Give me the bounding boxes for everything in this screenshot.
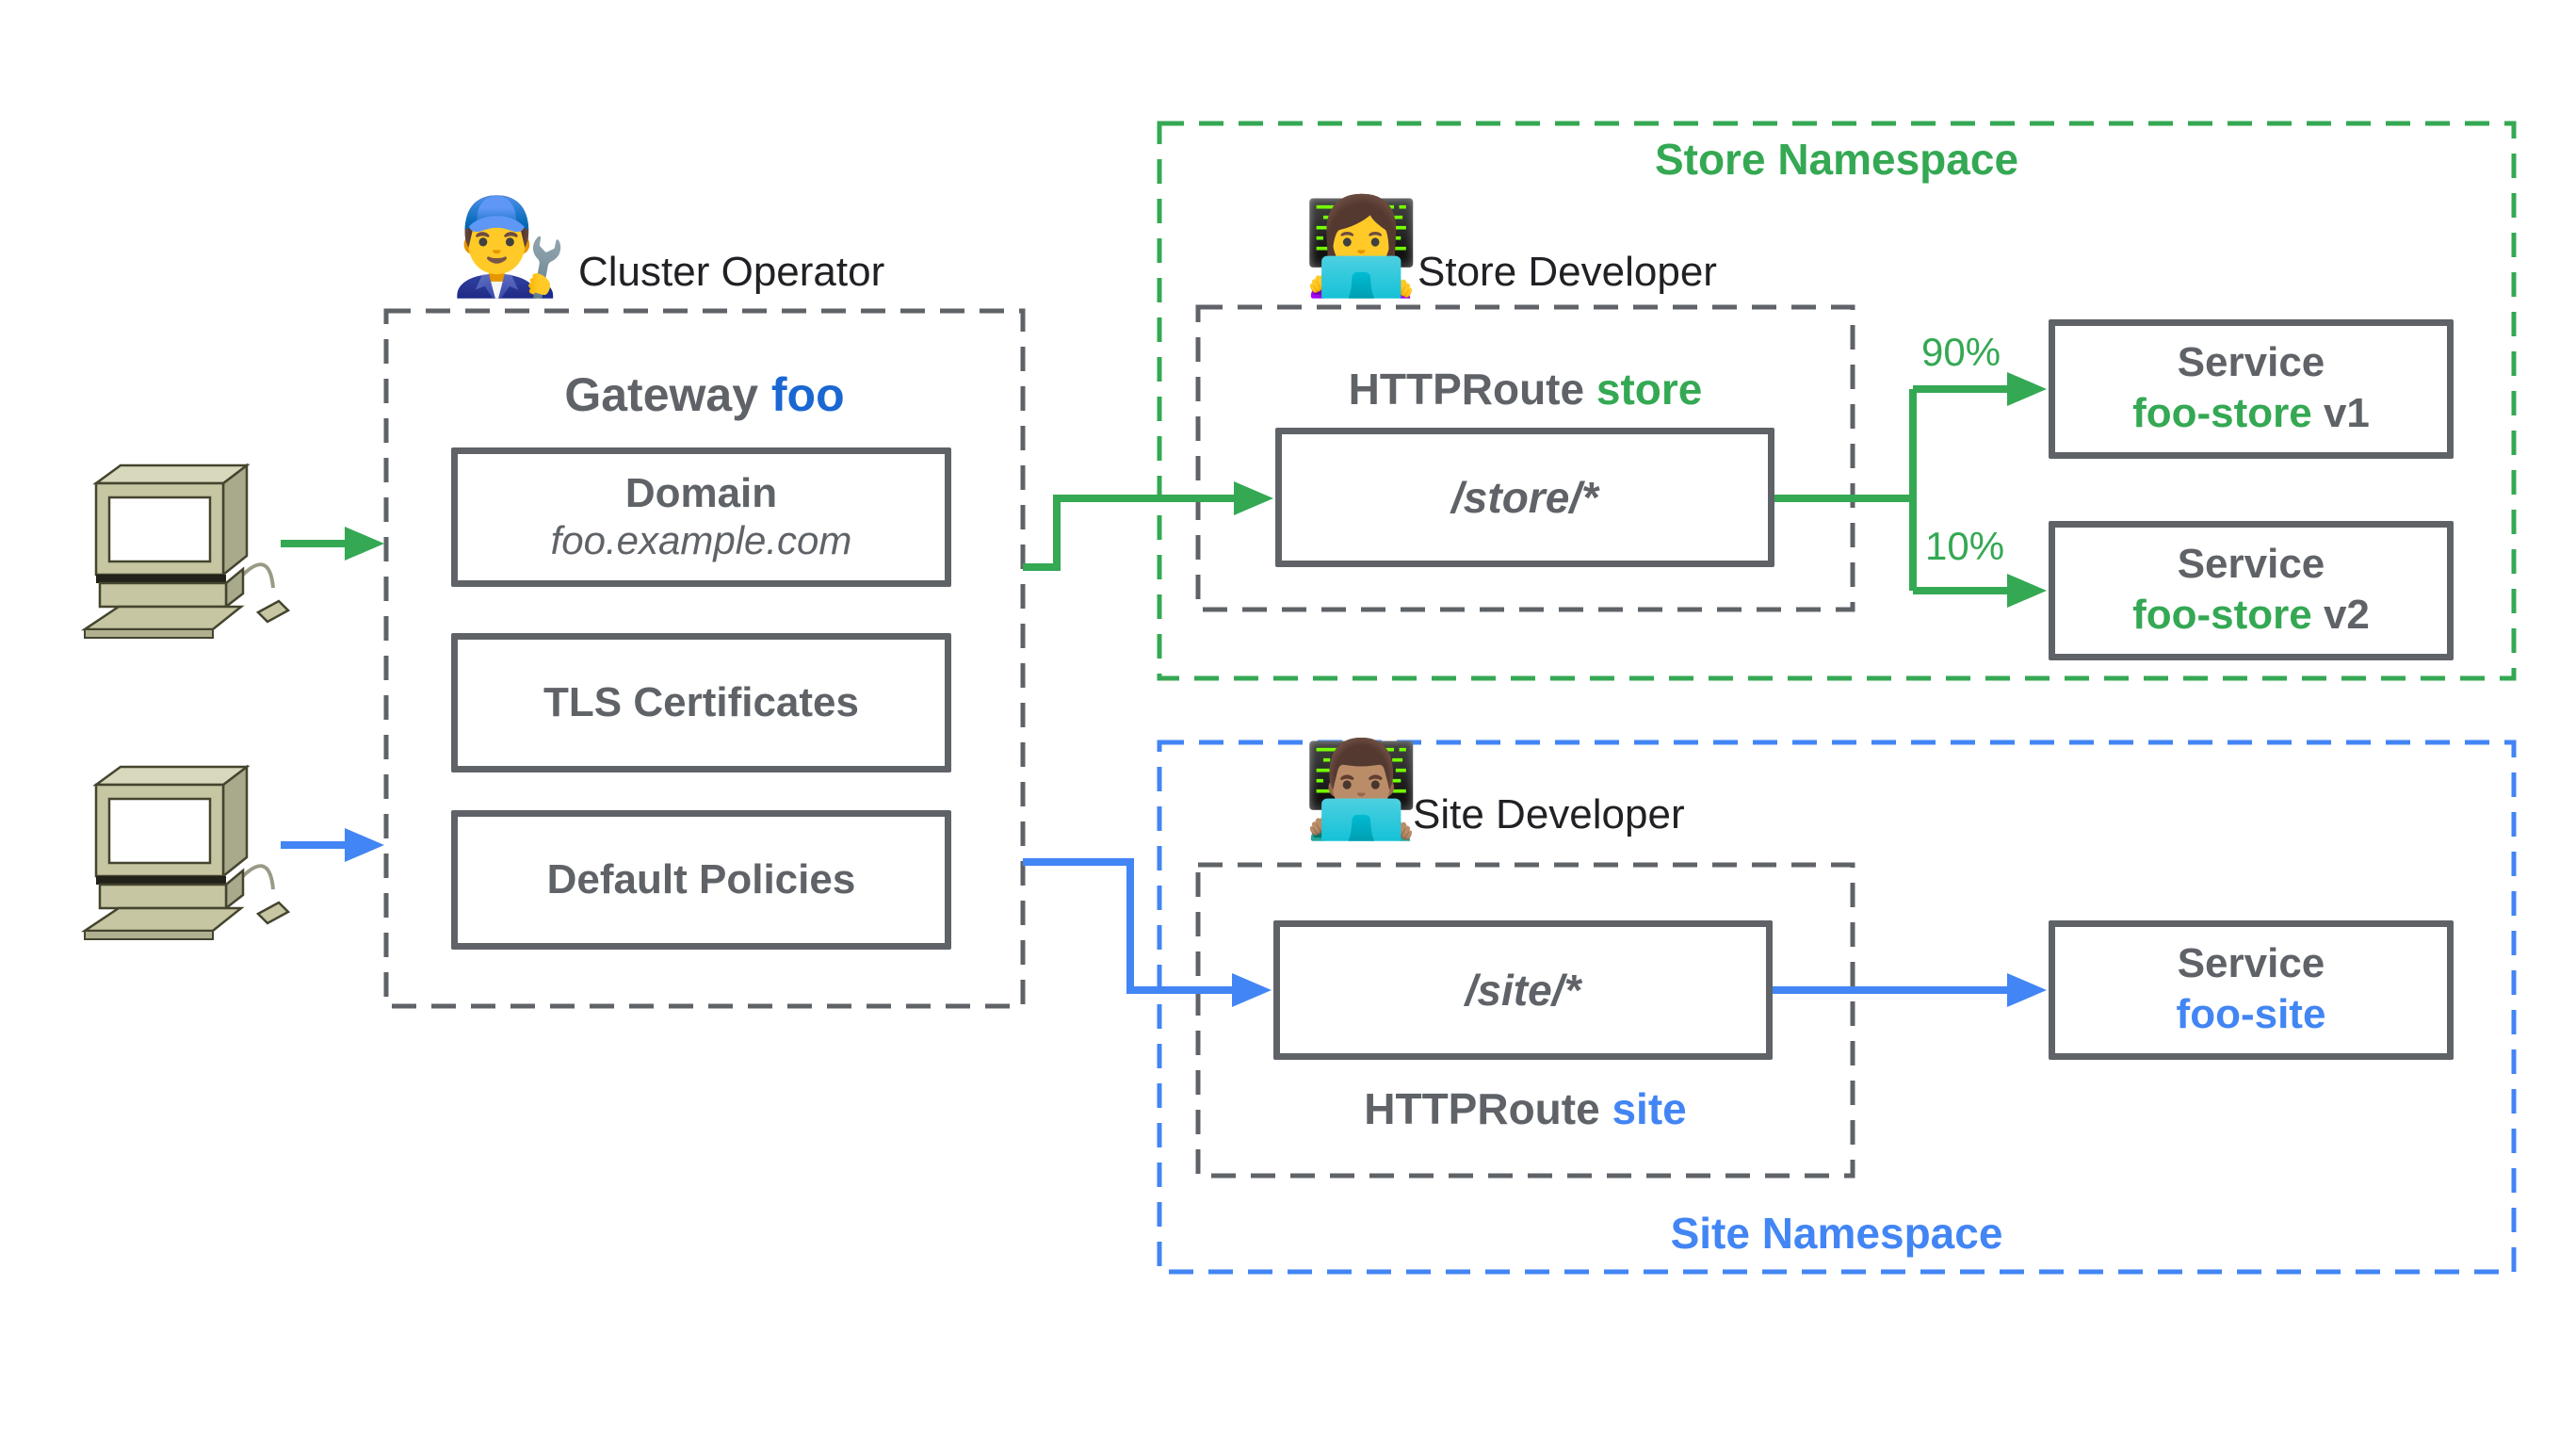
site-route-rule-box: /site/* bbox=[1273, 920, 1773, 1060]
cluster-operator-label: Cluster Operator bbox=[578, 249, 885, 295]
site-developer-label: Site Developer bbox=[1413, 791, 1685, 837]
store-route-rule-box: /store/* bbox=[1275, 428, 1774, 567]
client-computer-1 bbox=[80, 463, 291, 639]
service-foo-site-box: Service foo-site bbox=[2049, 920, 2454, 1060]
httproute-site-title: HTTPRoute site bbox=[1198, 1083, 1853, 1134]
httproute-site-prefix: HTTPRoute bbox=[1364, 1084, 1612, 1133]
tls-certificates-box: TLS Certificates bbox=[451, 633, 951, 772]
service-foo-site-name: foo-site bbox=[2176, 990, 2326, 1037]
gateway-title: Gateway foo bbox=[386, 367, 1023, 422]
httproute-store-title: HTTPRoute store bbox=[1198, 364, 1853, 415]
store-developer-label: Store Developer bbox=[1418, 249, 1717, 295]
service-foo-store-v2-name: foo-store bbox=[2132, 591, 2312, 638]
store-namespace-label: Store Namespace bbox=[1654, 135, 2019, 184]
client-computer-2 bbox=[80, 764, 291, 940]
domain-box: Domain foo.example.com bbox=[451, 447, 951, 587]
service-foo-store-v1-name: foo-store bbox=[2132, 389, 2312, 436]
store-route-path: /store/* bbox=[1451, 473, 1598, 522]
service-foo-store-v2-box: Service foo-store v2 bbox=[2049, 521, 2454, 660]
service-foo-store-v2-title: Service bbox=[2177, 541, 2325, 588]
default-policies-box: Default Policies bbox=[451, 810, 951, 950]
httproute-site-name: site bbox=[1612, 1084, 1687, 1133]
arrow-gateway-to-site-route bbox=[1023, 858, 1272, 1007]
site-route-path: /site/* bbox=[1465, 966, 1581, 1015]
cluster-operator-icon: 👨‍🔧 bbox=[450, 194, 568, 300]
service-foo-site-title: Service bbox=[2177, 940, 2325, 987]
tls-certificates-label: TLS Certificates bbox=[543, 678, 859, 725]
site-developer-icon: 👨🏽‍💻 bbox=[1303, 737, 1420, 842]
default-policies-label: Default Policies bbox=[546, 855, 856, 903]
site-namespace-label: Site Namespace bbox=[1670, 1209, 2003, 1258]
service-foo-store-v1-title: Service bbox=[2177, 339, 2325, 386]
httproute-store-name: store bbox=[1596, 365, 1703, 414]
service-foo-store-v1-box: Service foo-store v1 bbox=[2049, 319, 2454, 459]
httproute-store-prefix: HTTPRoute bbox=[1348, 365, 1596, 414]
traffic-weight-10: 10% bbox=[1925, 524, 2005, 568]
domain-box-value: foo.example.com bbox=[550, 518, 852, 563]
domain-box-title: Domain bbox=[624, 469, 778, 516]
service-foo-store-v1-suffix: v1 bbox=[2311, 389, 2370, 436]
traffic-weight-90: 90% bbox=[1921, 330, 2001, 374]
arrow-gateway-to-store-route bbox=[1023, 481, 1273, 571]
gateway-title-name: foo bbox=[770, 368, 845, 421]
line-store-route-to-split bbox=[1774, 389, 1917, 591]
store-developer-icon: 👩‍💻 bbox=[1303, 194, 1420, 300]
service-foo-store-v2-suffix: v2 bbox=[2311, 591, 2370, 638]
gateway-title-prefix: Gateway bbox=[564, 368, 771, 421]
